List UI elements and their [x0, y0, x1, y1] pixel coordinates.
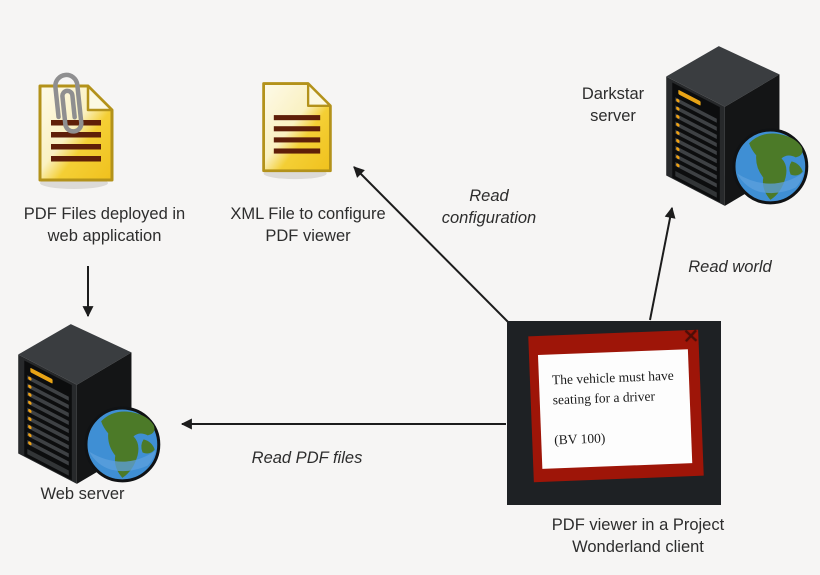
pdf-document-ref: (BV 100) — [553, 430, 606, 448]
pdf-viewer-window: ✕ The vehicle must have seating for a dr… — [507, 321, 721, 505]
xml-file-label: XML File to configure PDF viewer — [230, 205, 386, 245]
edge-label-read-configuration: Read configuration — [441, 187, 537, 227]
web-server-label: Web server — [40, 485, 125, 503]
edge-label-read-pdf-files: Read PDF files — [251, 449, 363, 467]
pdf-viewer-document: The vehicle must have seating for a driv… — [537, 349, 693, 469]
pdf-files-label: PDF Files deployed in web application — [23, 205, 186, 245]
arrow-read-world — [649, 206, 676, 321]
xml-document-icon — [262, 82, 332, 180]
pdf-viewer-label: PDF viewer in a Project Wonderland clien… — [551, 516, 725, 556]
web-server-icon — [16, 322, 161, 486]
pdf-document-text: The vehicle must have seating for a driv… — [551, 367, 674, 408]
darkstar-server-icon — [664, 44, 809, 208]
pdf-viewer-frame: ✕ The vehicle must have seating for a dr… — [528, 324, 704, 483]
close-icon: ✕ — [682, 323, 700, 349]
edge-label-read-world: Read world — [688, 258, 772, 276]
pdf-document-icon — [38, 72, 114, 190]
darkstar-server-label: Darkstar server — [581, 85, 645, 125]
arrow-read-configuration — [353, 166, 518, 332]
